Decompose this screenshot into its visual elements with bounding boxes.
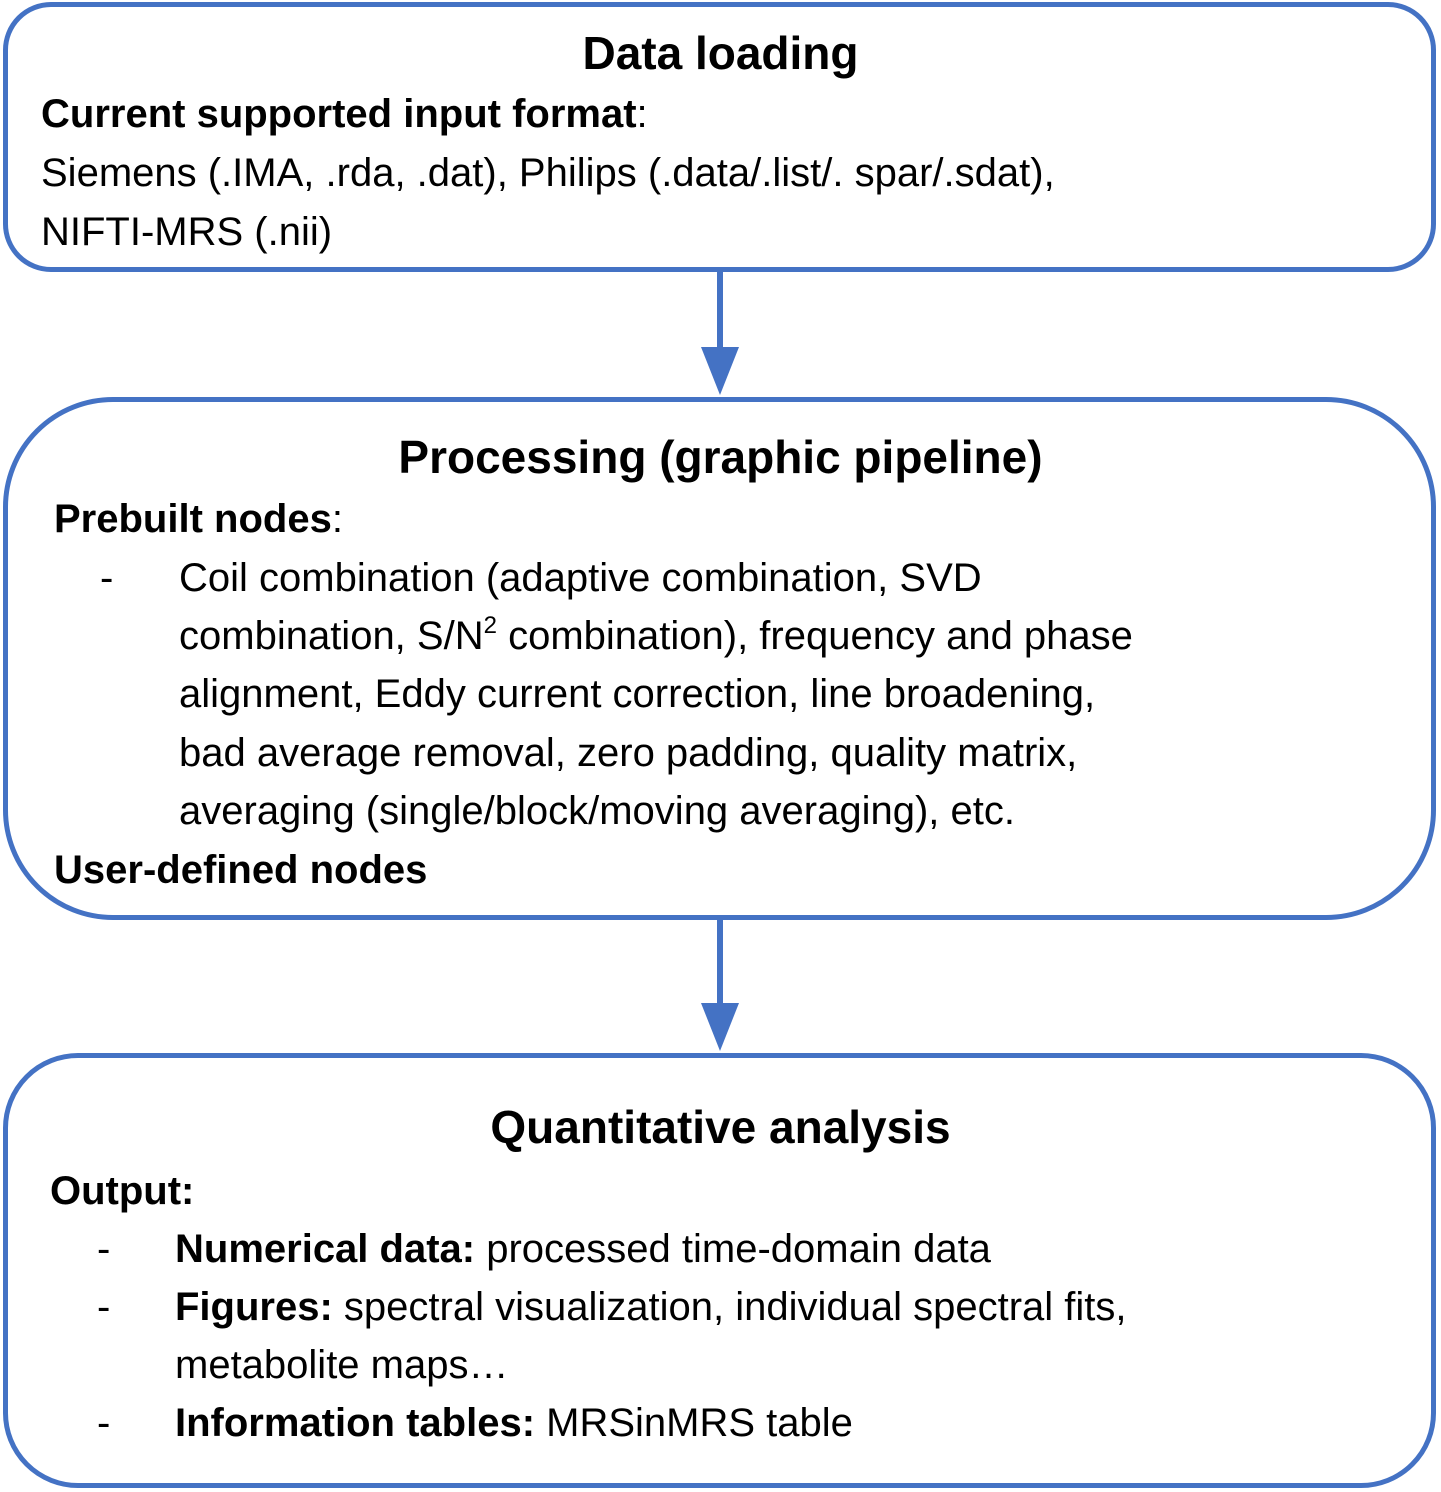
output-item-figures-label: Figures: xyxy=(175,1285,333,1329)
output-item-figures-cont: metabolite maps… xyxy=(175,1343,509,1387)
input-format-line-1: Siemens (.IMA, .rda, .dat), Philips (.da… xyxy=(41,151,1055,195)
output-bullet-2: - xyxy=(97,1285,111,1329)
prebuilt-nodes-label-colon: : xyxy=(331,497,343,541)
prebuilt-nodes-label: Prebuilt nodes: xyxy=(54,499,343,539)
prebuilt-line-2-post: combination), frequency and phase xyxy=(496,614,1133,658)
quantitative-analysis-box xyxy=(3,1053,1436,1488)
output-item-figures: Figures: spectral visualization, individ… xyxy=(175,1287,1127,1327)
data-loading-box xyxy=(3,2,1436,272)
output-item-numerical: Numerical data: processed time-domain da… xyxy=(175,1229,991,1269)
prebuilt-nodes-label-text: Prebuilt nodes xyxy=(54,497,332,541)
prebuilt-line-4: bad average removal, zero padding, quali… xyxy=(179,731,1078,775)
arrow-1-line xyxy=(717,272,723,352)
prebuilt-line-1: Coil combination (adaptive combination, … xyxy=(179,556,982,600)
input-format-label: Current supported input format: xyxy=(41,94,648,134)
input-format-label-colon: : xyxy=(636,92,648,136)
prebuilt-line-3: alignment, Eddy current correction, line… xyxy=(179,672,1096,716)
output-item-numerical-text: processed time-domain data xyxy=(475,1227,991,1271)
quantitative-analysis-title: Quantitative analysis xyxy=(490,1101,951,1153)
output-label: Output: xyxy=(50,1169,195,1213)
input-format-line-2: NIFTI-MRS (.nii) xyxy=(41,210,333,254)
output-item-tables-label: Information tables: xyxy=(175,1401,536,1445)
superscript-2: 2 xyxy=(483,612,497,639)
output-item-figures-text: spectral visualization, individual spect… xyxy=(332,1285,1127,1329)
input-format-label-text: Current supported input format xyxy=(41,92,637,136)
arrow-2-line xyxy=(717,920,723,1008)
output-item-tables-text: MRSinMRS table xyxy=(535,1401,853,1445)
arrow-2-head xyxy=(701,1003,739,1051)
processing-box xyxy=(3,397,1436,920)
prebuilt-line-2: combination, S/N2 combination), frequenc… xyxy=(179,614,1133,658)
data-loading-title: Data loading xyxy=(582,27,859,79)
output-bullet-3: - xyxy=(97,1401,111,1445)
output-item-numerical-label: Numerical data: xyxy=(175,1227,476,1271)
user-defined-nodes-label: User-defined nodes xyxy=(54,848,428,892)
output-item-tables: Information tables: MRSinMRS table xyxy=(175,1403,853,1443)
processing-title: Processing (graphic pipeline) xyxy=(398,431,1043,483)
prebuilt-line-5: averaging (single/block/moving averaging… xyxy=(179,789,1015,833)
arrow-1-head xyxy=(701,347,739,395)
output-bullet-1: - xyxy=(97,1227,111,1271)
prebuilt-bullet: - xyxy=(100,556,114,600)
prebuilt-line-2-pre: combination, S/N xyxy=(179,614,484,658)
